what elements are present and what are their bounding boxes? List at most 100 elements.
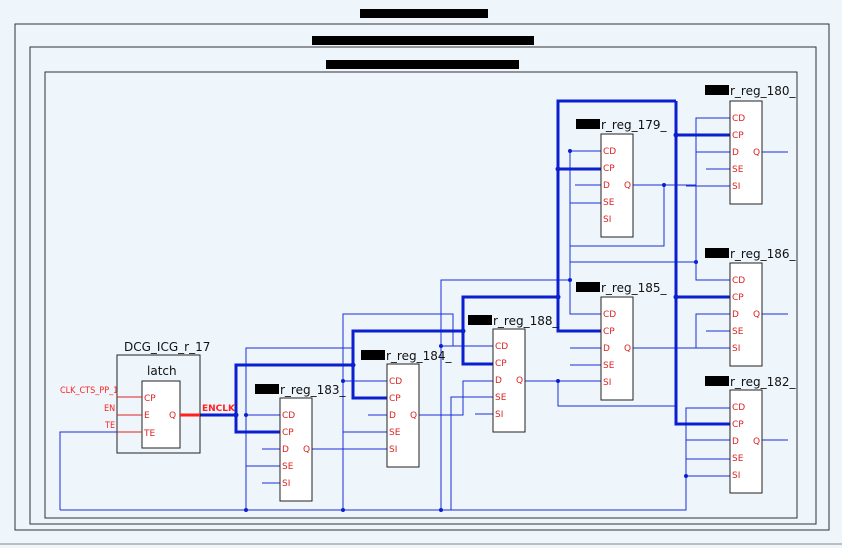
flop-label: r_reg_188_ [493, 314, 560, 328]
flop-cells: r_reg_183_ CD CP D SE SI Qr_reg_184_ CD CP D SE SI Q… [255, 84, 797, 502]
flop-pin-cd: CD [495, 342, 508, 352]
flop-pin-q: Q [624, 344, 631, 354]
flop-pin-d: D [732, 437, 739, 447]
flop-box [600, 296, 634, 401]
flop-pin-q: Q [303, 445, 310, 455]
flop-label: r_reg_185_ [601, 281, 668, 295]
icg-input-en: EN [104, 404, 115, 414]
flop-pin-si: SI [603, 378, 611, 388]
icg-input-clk: CLK_CTS_PP_1 [60, 386, 118, 396]
junction [341, 508, 345, 512]
flop-pin-q: Q [753, 148, 760, 158]
icg-inner-title: latch [147, 364, 177, 378]
redacted-title-middle [312, 36, 534, 45]
icg-title: DCG_ICG_r_17 [124, 340, 210, 354]
flop-pin-si: SI [495, 410, 503, 420]
flop-pin-cd: CD [732, 276, 745, 286]
wire-te-return [59, 431, 142, 510]
flop-pin-cd: CD [732, 114, 745, 124]
flop-pin-q: Q [624, 181, 631, 191]
flop-label: r_reg_183_ [280, 383, 347, 397]
icg-pin-cp: CP [144, 394, 156, 404]
redacted-title-outer [360, 9, 488, 18]
flop-pin-cd: CD [603, 310, 616, 320]
clock-bus-right [674, 101, 730, 426]
wire-q184-si188 [418, 380, 493, 416]
hierarchy-frame-outer [14, 23, 830, 531]
flop-pin-cp: CP [732, 420, 744, 430]
flop-pin-cp: CP [732, 131, 744, 141]
icg-pin-q: Q [169, 411, 176, 421]
hierarchy-frame-inner [44, 71, 798, 519]
flop-pin-se: SE [603, 361, 615, 371]
junction [555, 166, 561, 172]
flop-label: r_reg_182_ [730, 375, 797, 389]
flop-pin-d: D [282, 445, 289, 455]
redacted-instance-prefix [576, 119, 600, 129]
flop-pin-d: D [389, 411, 396, 421]
junction [556, 379, 560, 383]
junction [568, 278, 572, 282]
flop-pin-d: D [732, 310, 739, 320]
wire-cd-feed-186 [570, 261, 730, 281]
flop-pin-cd: CD [603, 147, 616, 157]
junction [233, 412, 239, 418]
wire-q188-d185 [525, 380, 676, 407]
icg-pin-te: TE [143, 429, 155, 439]
wire-se-188 [450, 396, 493, 510]
flop-pin-si: SI [732, 182, 740, 192]
flop-pin-se: SE [495, 393, 507, 403]
junctions [233, 132, 698, 512]
wire-se-184 [342, 431, 387, 510]
flop-pin-cp: CP [389, 394, 401, 404]
junction [350, 362, 356, 368]
flop-label: r_reg_179_ [601, 118, 668, 132]
wire-si179-loop [569, 185, 665, 247]
flop-pin-se: SE [732, 327, 744, 337]
hierarchy-frame-middle [29, 46, 817, 525]
flop-pin-si: SI [389, 445, 397, 455]
redacted-title-inner [326, 60, 519, 69]
flop-box [729, 262, 763, 367]
flop-pin-se: SE [603, 198, 615, 208]
flop-pin-cp: CP [282, 428, 294, 438]
flop-pin-cp: CP [603, 164, 615, 174]
icg-pin-e: E [144, 411, 150, 421]
flop-pin-d: D [603, 181, 610, 191]
flop-pin-se: SE [282, 462, 294, 472]
junction [568, 149, 572, 153]
flop-box [729, 389, 763, 494]
junction [694, 260, 698, 264]
wire-bottom-bus [60, 475, 730, 511]
junction [439, 344, 443, 348]
flop-box [600, 133, 634, 238]
redacted-instance-prefix [705, 376, 729, 386]
flop-label: r_reg_184_ [386, 349, 453, 363]
icg-cell[interactable]: DCG_ICG_r_17 latch CP E TE Q CLK_CTS_PP_… [60, 340, 236, 454]
flop-pin-se: SE [732, 165, 744, 175]
icg-outer-box [116, 354, 201, 454]
flop-pin-cd: CD [389, 377, 402, 387]
junction [244, 413, 248, 417]
flop-box [279, 397, 313, 502]
flop-label: r_reg_180_ [730, 84, 797, 98]
flop-box [386, 363, 420, 468]
junction [341, 379, 345, 383]
clock-bus-main [180, 413, 280, 434]
redacted-instance-prefix [576, 282, 600, 292]
flop-pin-cp: CP [495, 359, 507, 369]
flop-pin-se: SE [389, 428, 401, 438]
flop-pin-d: D [495, 376, 502, 386]
wire-cd-feed-180 [695, 117, 730, 262]
junction [662, 183, 666, 187]
